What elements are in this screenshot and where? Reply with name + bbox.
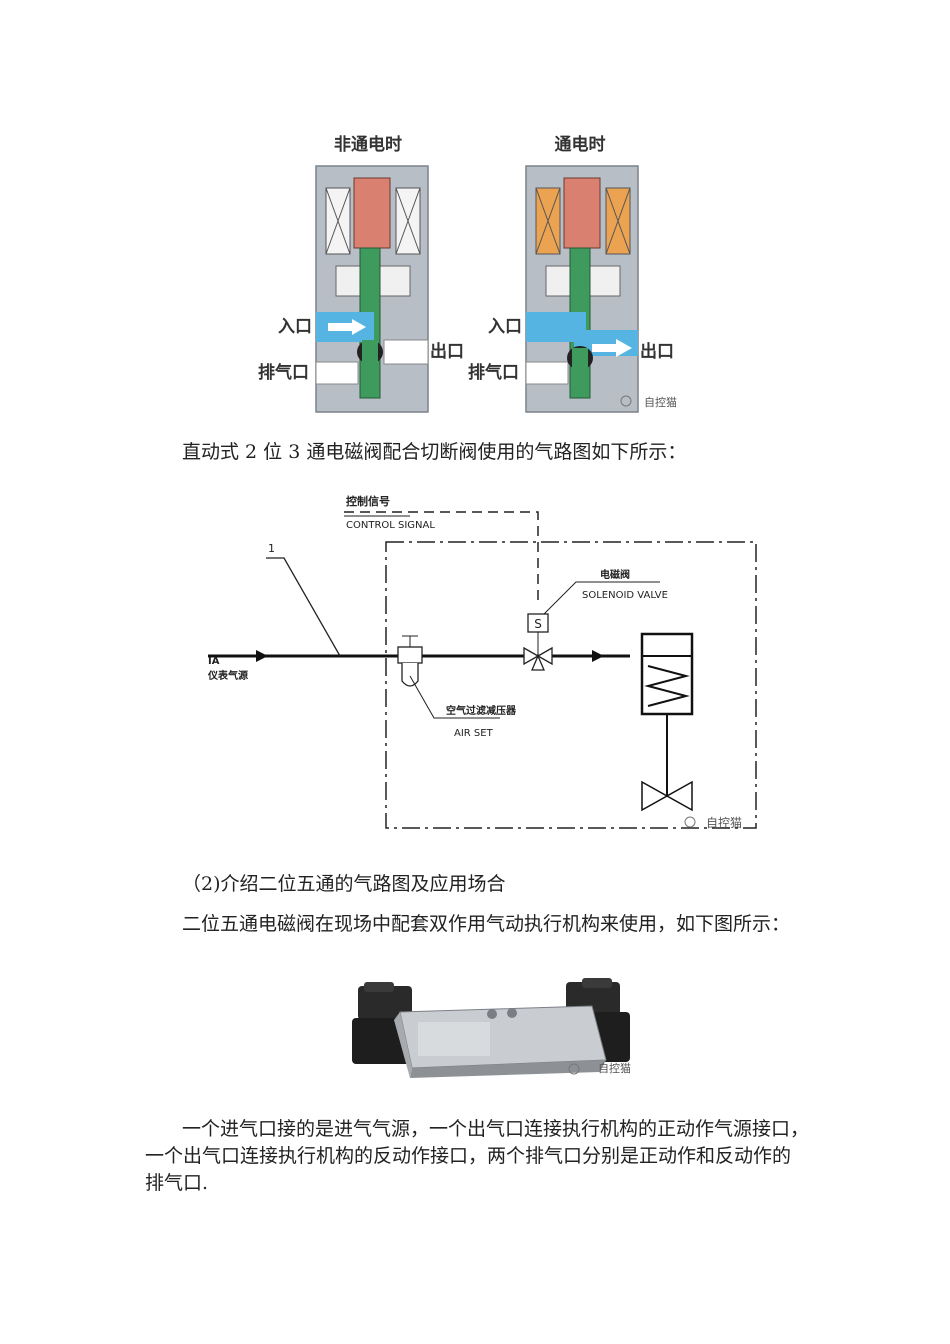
pneumatic-circuit-figure: 控制信号 CONTROL SIGNAL IA 仪表气源 1 空气过滤减压器 AI…	[190, 486, 770, 836]
air-set-en: AIR SET	[454, 728, 494, 739]
inlet-label-right: 入口	[488, 317, 522, 337]
valve-photo-drawing	[352, 978, 630, 1078]
five-two-valve-photo: 自控猫	[352, 978, 642, 1086]
caption-2: 二位五通电磁阀在现场中配套双作用气动执行机构来使用，如下图所示：	[182, 913, 791, 935]
valve-on-title: 通电时	[555, 134, 606, 155]
leader-number: 1	[268, 542, 275, 555]
paragraph-line-1: 一个进气口接的是进气气源，一个出气口连接执行机构的正动作气源接口，	[182, 1118, 810, 1140]
valve-section-figure: 非通电时 通电时	[256, 126, 696, 418]
ia-label: IA	[208, 656, 220, 667]
caption-1: 直动式 2 位 3 通电磁阀配合切断阀使用的气路图如下所示：	[182, 441, 687, 463]
valve-off: 非通电时	[315, 134, 429, 413]
exhaust-label-right: 排气口	[468, 362, 519, 383]
solenoid-valve-en: SOLENOID VALVE	[582, 590, 668, 601]
watermark-3: 自控猫	[598, 1062, 631, 1075]
pneumatic-circuit-drawing: 控制信号 CONTROL SIGNAL IA 仪表气源 1 空气过滤减压器 AI…	[207, 494, 757, 830]
solenoid-valve-cn: 电磁阀	[600, 568, 630, 581]
control-signal-cn: 控制信号	[346, 494, 390, 508]
watermark-1: 自控猫	[644, 395, 677, 409]
valve-on: 通电时	[525, 134, 639, 413]
inlet-label-left: 入口	[278, 317, 312, 337]
ia-cn-label: 仪表气源	[207, 669, 248, 682]
outlet-label-right: 出口	[640, 341, 674, 362]
watermark-2: 自控猫	[706, 816, 742, 830]
watermark-icon-3	[568, 1063, 580, 1075]
control-signal-en: CONTROL SIGNAL	[346, 520, 435, 531]
paragraph-line-2: 一个出气口连接执行机构的反动作接口，两个排气口分别是正动作和反动作的	[145, 1145, 792, 1167]
air-set-cn: 空气过滤减压器	[446, 704, 517, 717]
watermark-icon	[620, 395, 632, 407]
exhaust-label-left: 排气口	[258, 362, 309, 383]
watermark-icon-2	[684, 816, 696, 828]
outlet-label-left: 出口	[430, 341, 464, 362]
valve-section-drawing: 非通电时 通电时	[258, 134, 677, 413]
solenoid-symbol: S	[534, 617, 542, 631]
valve-off-title: 非通电时	[334, 134, 402, 155]
paragraph-line-3: 排气口.	[145, 1172, 209, 1194]
section-heading-2: （2)介绍二位五通的气路图及应用场合	[182, 873, 506, 895]
